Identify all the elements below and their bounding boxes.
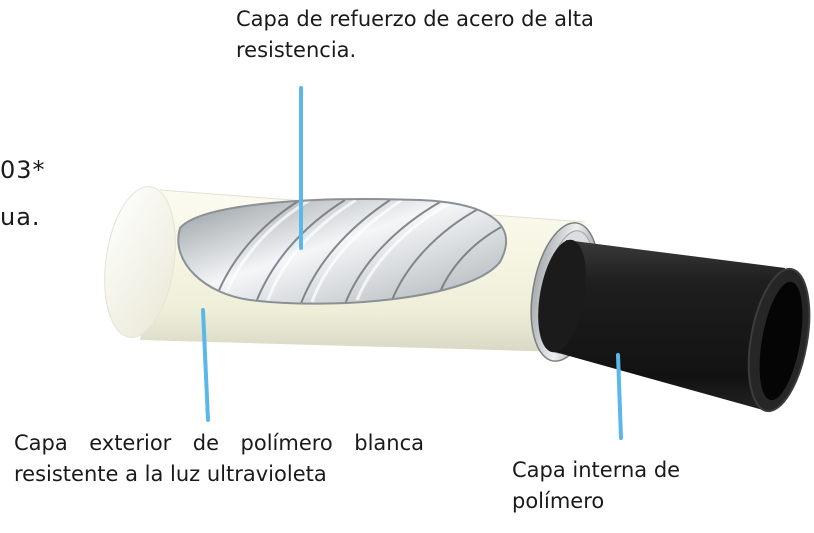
label-outer-polymer-layer: Capa exterior de polímero blanca resiste…	[14, 431, 424, 486]
label-steel-reinforcement-layer: Capa de refuerzo de acero de alta resist…	[236, 7, 594, 62]
inner-black-polymer-pipe	[538, 239, 811, 413]
leader-lines	[201, 86, 623, 440]
cropped-text-line-1: 03*	[0, 156, 46, 184]
leader-line-outer-layer	[201, 308, 210, 422]
cropped-text-line-2: ua.	[0, 203, 41, 231]
steel-reinforcement-window	[177, 198, 507, 305]
label-inner-polymer-layer: Capa interna de polímero	[512, 458, 681, 513]
leader-line-inner-layer	[616, 353, 623, 440]
